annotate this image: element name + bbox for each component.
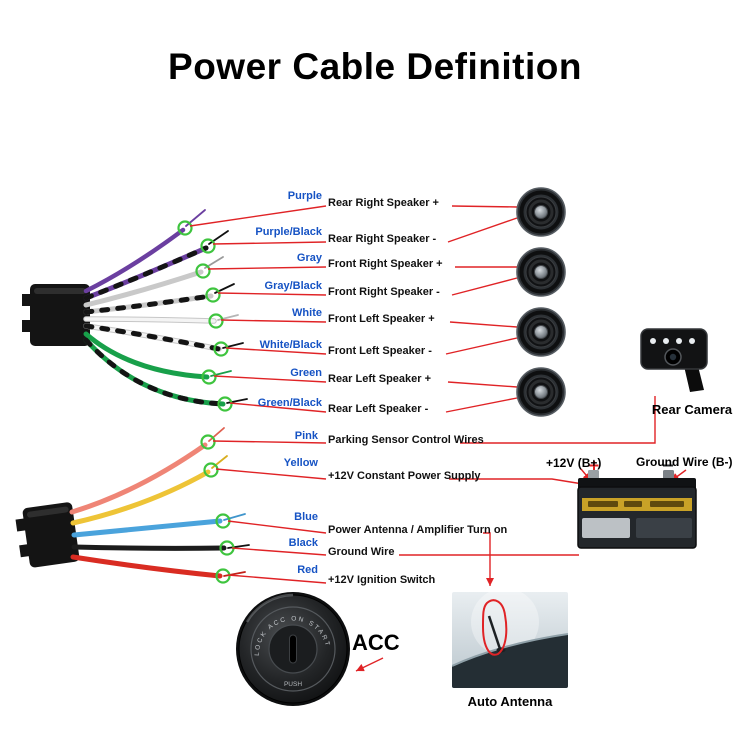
- color-label-red: Red: [297, 564, 318, 576]
- rear-camera-icon: [640, 328, 708, 392]
- auto-antenna-caption: Auto Antenna: [467, 694, 553, 709]
- bottom-harness-connector: [15, 502, 80, 568]
- speaker-icon: [515, 366, 567, 418]
- function-label-front-right-plus: Front Right Speaker +: [328, 258, 443, 270]
- speaker-icon: [515, 246, 567, 298]
- constant-to-battery-line: [449, 478, 590, 486]
- wire-white: [84, 317, 216, 323]
- wire-black: [71, 544, 227, 551]
- wire-pink: [69, 442, 208, 515]
- battery-icon: [577, 461, 697, 549]
- speaker-icons: [515, 186, 567, 418]
- top-wire-bundle: [83, 209, 248, 407]
- color-label-white: White: [292, 307, 322, 319]
- color-label-green-black: Green/Black: [257, 397, 322, 409]
- ignition-switch-icon: LOCK ACC ON START PUSH: [236, 592, 350, 706]
- function-label-rear-right-plus: Rear Right Speaker +: [328, 197, 439, 209]
- auto-antenna-panel: [452, 592, 568, 688]
- bottom-wire-bundle: [69, 427, 250, 579]
- battery-negative-label: Ground Wire (B-): [636, 455, 733, 469]
- function-label-rear-left-plus: Rear Left Speaker +: [328, 373, 432, 385]
- wire-blue: [71, 518, 223, 538]
- function-label-front-left-minus: Front Left Speaker -: [328, 345, 432, 357]
- antenna-highlight-outline: [481, 599, 508, 656]
- function-label-ignition: +12V Ignition Switch: [328, 574, 436, 586]
- function-label-power-antenna: Power Antenna / Amplifier Turn on: [328, 524, 508, 536]
- function-label-parking-sensor: Parking Sensor Control Wires: [328, 434, 484, 446]
- color-label-white-black: White/Black: [259, 339, 322, 351]
- leader-lines: [189, 205, 687, 672]
- color-label-purple: Purple: [287, 190, 322, 202]
- acc-push-text: PUSH: [284, 681, 302, 688]
- speaker-icon: [515, 186, 567, 238]
- parking-to-camera-line: [460, 396, 656, 444]
- color-label-purple-black: Purple/Black: [255, 226, 322, 238]
- wire-yellow: [70, 469, 211, 526]
- page-title: Power Cable Definition: [168, 46, 582, 87]
- color-label-blue: Blue: [294, 511, 318, 523]
- acc-arrow: [355, 657, 384, 672]
- function-label-rear-left-minus: Rear Left Speaker -: [328, 403, 429, 415]
- color-label-gray-black: Gray/Black: [264, 280, 322, 292]
- color-label-yellow: Yellow: [283, 457, 318, 469]
- acc-label: ACC: [352, 630, 400, 655]
- battery-positive-label: +12V (B+): [546, 456, 602, 470]
- wire-green: [83, 331, 210, 380]
- color-label-gray: Gray: [296, 252, 322, 264]
- color-label-black: Black: [288, 537, 318, 549]
- function-label-constant-power: +12V Constant Power Supply: [328, 470, 481, 482]
- antenna-arrow-line: [483, 532, 494, 586]
- speaker-icon: [515, 306, 567, 358]
- function-label-front-left-plus: Front Left Speaker +: [328, 313, 435, 325]
- rear-camera-caption: Rear Camera: [651, 402, 733, 417]
- wire-purple: [83, 227, 186, 294]
- wire-red: [70, 554, 223, 579]
- color-label-green: Green: [290, 367, 322, 379]
- function-label-front-right-minus: Front Right Speaker -: [328, 286, 440, 298]
- wire-gray: [83, 269, 204, 308]
- function-label-rear-right-minus: Rear Right Speaker -: [328, 233, 437, 245]
- function-label-ground-wire: Ground Wire: [328, 546, 395, 558]
- top-harness-connector: [22, 284, 90, 346]
- color-label-pink: Pink: [294, 430, 318, 442]
